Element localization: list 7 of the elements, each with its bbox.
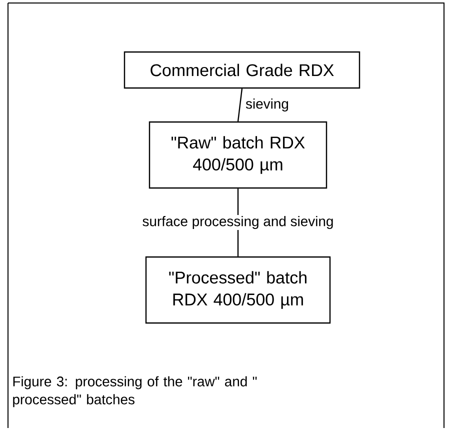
process-box: "Processed" batch RDX 400/500 µm [145, 256, 331, 324]
process-box: Commercial Grade RDX [124, 51, 360, 89]
edge-label: surface processing and sieving [142, 216, 333, 229]
process-box: "Raw" batch RDX 400/500 µm [148, 121, 328, 189]
connector-line [237, 88, 243, 122]
edge-label: sieving [246, 98, 288, 112]
caption: Figure 3: processing of the "raw" and " processed" batches [13, 376, 257, 408]
